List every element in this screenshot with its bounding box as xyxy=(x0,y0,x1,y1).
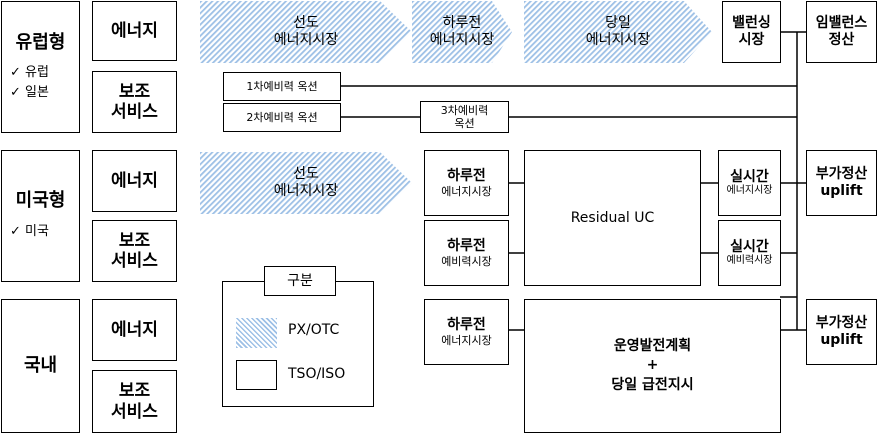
eu-reserve3-label-2: 옥션 xyxy=(454,117,475,130)
us-rt-reserve-label-2: 예비력시장 xyxy=(726,255,773,267)
eu-dayahead-label-1: 하루전 xyxy=(442,14,482,31)
eu-intraday-label-1: 당일 xyxy=(605,14,631,31)
region-us-title: 미국형 xyxy=(15,190,66,212)
us-forward-label-2: 에너지시장 xyxy=(273,183,339,199)
kr-uplift-label-2: uplift xyxy=(820,332,863,348)
legend-title-label: 구분 xyxy=(287,272,313,289)
legend-swatch-hatched xyxy=(236,318,277,348)
region-europe-sub-2: ✓ 일본 xyxy=(10,84,49,100)
region-us-sub-1: ✓ 미국 xyxy=(10,224,49,240)
kr-plan-label-1: 운영발전계획 xyxy=(613,337,692,354)
category-ancillary-us-label-2: 서비스 xyxy=(111,251,158,271)
us-da-reserve-label-1: 하루전 xyxy=(447,238,486,254)
category-ancillary-kr-label-2: 서비스 xyxy=(111,401,158,422)
kr-uplift-label-1: 부가정산 xyxy=(815,315,868,332)
eu-reserve1-auction: 1차예비력 옥션 xyxy=(223,72,341,101)
eu-imbalance-label-2: 정산 xyxy=(828,32,855,48)
eu-reserve2-auction: 2차예비력 옥션 xyxy=(223,103,341,132)
us-uplift-label-2: uplift xyxy=(820,183,863,199)
us-forward-label-1: 선도 xyxy=(293,165,319,182)
legend-plain-label: TSO/ISO xyxy=(288,366,346,382)
us-residual-label: Residual UC xyxy=(570,209,655,226)
category-energy-us-label: 에너지 xyxy=(111,170,158,191)
category-energy-eu-label: 에너지 xyxy=(111,20,158,41)
eu-reserve1-label: 1차예비력 옥션 xyxy=(246,79,318,93)
eu-imbalance-label-1: 임밸런스 xyxy=(815,15,868,32)
category-ancillary-eu-label-2: 서비스 xyxy=(111,102,158,122)
category-ancillary-kr-label-1: 보조 xyxy=(118,381,151,402)
region-us: 미국형 ✓ 미국 xyxy=(1,150,80,282)
eu-intraday-label-2: 에너지시장 xyxy=(585,32,651,48)
kr-plan-label-2: + xyxy=(646,357,659,374)
kr-operation-plan-dispatch: 운영발전계획 + 당일 급전지시 xyxy=(524,299,781,433)
kr-da-energy-label-1: 하루전 xyxy=(447,317,486,333)
kr-da-energy-label-2: 에너지시장 xyxy=(441,333,492,347)
region-europe-sub-1: ✓ 유럽 xyxy=(10,65,49,81)
region-korea-title: 국내 xyxy=(23,355,58,377)
legend-hatched-label: PX/OTC xyxy=(288,322,340,338)
region-korea: 국내 xyxy=(1,299,80,433)
us-da-energy-label-1: 하루전 xyxy=(447,168,486,184)
eu-forward-label-1: 선도 xyxy=(293,14,319,31)
region-europe-title: 유럽형 xyxy=(15,31,66,53)
us-rt-energy-label-1: 실시간 xyxy=(730,168,769,185)
us-uplift-label-1: 부가정산 xyxy=(815,166,868,183)
category-energy-kr: 에너지 xyxy=(92,299,177,361)
us-rt-reserve-label-1: 실시간 xyxy=(730,238,769,255)
region-europe: 유럽형 ✓ 유럽 ✓ 일본 xyxy=(1,1,80,133)
kr-plan-label-3: 당일 급전지시 xyxy=(611,376,694,393)
legend-swatch-plain xyxy=(236,360,277,390)
us-da-energy-label-2: 에너지시장 xyxy=(441,184,492,198)
category-energy-us: 에너지 xyxy=(92,150,177,212)
eu-dayahead-label-2: 에너지시장 xyxy=(429,32,495,48)
category-energy-kr-label: 에너지 xyxy=(111,319,158,340)
eu-balancing-label-1: 밸런싱 xyxy=(732,15,771,32)
us-residual-uc: Residual UC xyxy=(524,150,701,286)
us-rt-energy-label-2: 에너지시장 xyxy=(726,185,773,197)
legend-title: 구분 xyxy=(264,266,336,296)
category-ancillary-eu-label-1: 보조 xyxy=(118,81,151,102)
category-energy-eu: 에너지 xyxy=(92,1,177,61)
eu-balancing-label-2: 시장 xyxy=(738,32,765,48)
us-da-reserve-label-2: 예비력시장 xyxy=(441,254,492,268)
eu-forward-label-2: 에너지시장 xyxy=(273,32,339,48)
category-ancillary-us-label-1: 보조 xyxy=(118,230,151,251)
eu-reserve2-label: 2차예비력 옥션 xyxy=(246,110,318,124)
eu-reserve3-label-1: 3차예비력 xyxy=(440,103,489,117)
